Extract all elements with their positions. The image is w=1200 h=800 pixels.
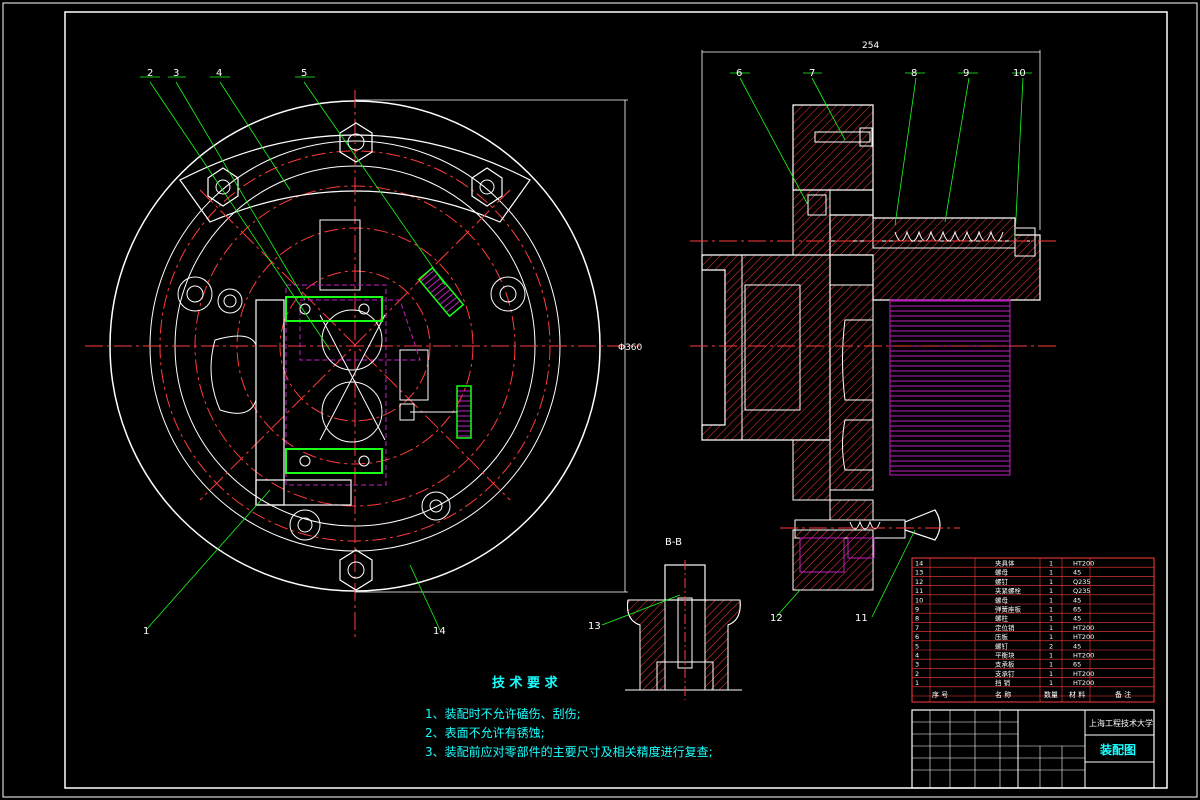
balloon-8: 8: [911, 68, 917, 79]
dim-254: 254: [862, 41, 879, 51]
bom-cell-mat: 45: [1073, 596, 1081, 604]
bom-cell-no: 1: [915, 679, 919, 687]
bom-cell-name: 挡 销: [995, 678, 1011, 687]
bom-cell-name: 夹紧螺栓: [995, 586, 1022, 595]
bom-cell-no: 14: [915, 560, 923, 568]
bom-cell-mat: Q235: [1073, 587, 1091, 595]
bom-cell-no: 13: [915, 569, 923, 577]
bom-header-qty: 数量: [1044, 690, 1058, 699]
bom-cell-name: 压板: [995, 632, 1009, 641]
bom-header-no: 序 号: [932, 690, 948, 699]
bom-cell-no: 11: [915, 587, 923, 595]
bom-cell-name: 夹具体: [995, 559, 1015, 568]
balloon-7: 7: [809, 68, 815, 79]
bom-cell-qty: 1: [1049, 670, 1053, 678]
bom-cell-no: 12: [915, 578, 923, 586]
bom-cell-name: 支承板: [995, 660, 1015, 669]
bom-cell-mat: 65: [1073, 606, 1081, 614]
section-label: B-B: [665, 537, 682, 548]
bom-cell-no: 9: [915, 606, 919, 614]
bom-cell-mat: Q235: [1073, 578, 1091, 586]
side-view: 254: [690, 41, 1060, 624]
tech-title: 技 术 要 求: [492, 675, 559, 691]
balloon-2: 2: [147, 68, 153, 79]
bom-cell-name: 螺钉: [995, 641, 1009, 650]
bom-cell-qty: 1: [1049, 587, 1053, 595]
bom-cell-mat: 45: [1073, 642, 1081, 650]
tech-line-2: 2、表面不允许有锈蚀;: [425, 725, 545, 740]
bom-cell-no: 4: [915, 652, 919, 660]
bom-cell-no: 6: [915, 633, 919, 641]
bom-cell-name: 螺钉: [995, 577, 1009, 586]
bom-cell-mat: HT200: [1073, 560, 1094, 568]
title-block: 上海工程技术大学 装配图: [911, 709, 1155, 789]
bom-cell-name: 支承钉: [995, 669, 1015, 678]
bom-cell-no: 7: [915, 624, 919, 632]
bom-cell-mat: HT200: [1073, 652, 1094, 660]
bom-header-mat: 材 料: [1069, 690, 1085, 699]
bom-cell-mat: 65: [1073, 661, 1081, 669]
balloon-11: 11: [855, 613, 868, 624]
dim-phi360: Φ360: [618, 343, 643, 353]
bom-cell-no: 8: [915, 615, 919, 623]
bom-cell-qty: 2: [1049, 642, 1053, 650]
balloon-6: 6: [736, 68, 742, 79]
balloon-1: 1: [143, 626, 149, 637]
bom-cell-no: 10: [915, 596, 923, 604]
bom-cell-qty: 1: [1049, 633, 1053, 641]
bom-cell-qty: 1: [1049, 578, 1053, 586]
drawing-name: 装配图: [1099, 742, 1136, 757]
bom-cell-name: 平衡块: [995, 651, 1015, 660]
bom-cell-no: 5: [915, 642, 919, 650]
bom-cell-qty: 1: [1049, 652, 1053, 660]
balloon-13: 13: [588, 621, 601, 632]
bom-cell-mat: 45: [1073, 569, 1081, 577]
bom-cell-name: 弹簧座板: [995, 605, 1022, 614]
bom-cell-name: 螺母: [995, 595, 1009, 604]
balloon-12: 12: [770, 613, 783, 624]
bom-header-name: 名 称: [995, 690, 1011, 699]
bom-cell-qty: 1: [1049, 661, 1053, 669]
balloon-9: 9: [963, 68, 969, 79]
section-bb: B-B 13: [588, 537, 742, 700]
bom-cell-mat: HT200: [1073, 670, 1094, 678]
bom-cell-mat: 45: [1073, 615, 1081, 623]
inner-frame: [64, 11, 1168, 789]
bom-cell-no: 3: [915, 661, 919, 669]
balloon-10: 10: [1013, 68, 1026, 79]
bom-cell-qty: 1: [1049, 569, 1053, 577]
bom-cell-mat: HT200: [1073, 679, 1094, 687]
bom-cell-name: 螺母: [995, 568, 1009, 577]
tech-line-1: 1、装配时不允许磕伤、刮伤;: [425, 706, 581, 721]
balloon-14: 14: [433, 626, 446, 637]
tech-line-3: 3、装配前应对零部件的主要尺寸及相关精度进行复查;: [425, 744, 713, 759]
bom-cell-qty: 1: [1049, 606, 1053, 614]
bom-cell-name: 螺柱: [995, 614, 1009, 623]
bom-cell-mat: HT200: [1073, 624, 1094, 632]
balloon-5: 5: [301, 68, 307, 79]
balloon-4: 4: [216, 68, 222, 79]
front-view: Φ360 2 3 4 5 1 14: [85, 68, 643, 640]
bom-header-note: 备 注: [1115, 690, 1131, 699]
bom-cell-qty: 1: [1049, 596, 1053, 604]
bom-cell-name: 定位销: [995, 623, 1015, 632]
school-name: 上海工程技术大学: [1089, 718, 1153, 728]
tech-requirements: 技 术 要 求 1、装配时不允许磕伤、刮伤; 2、表面不允许有锈蚀; 3、装配前…: [425, 675, 713, 759]
bom-cell-qty: 1: [1049, 560, 1053, 568]
bom-cell-qty: 1: [1049, 679, 1053, 687]
balloon-3: 3: [173, 68, 179, 79]
bom-cell-qty: 1: [1049, 624, 1053, 632]
bom-cell-mat: HT200: [1073, 633, 1094, 641]
bom-cell-no: 2: [915, 670, 919, 678]
bom-cell-qty: 1: [1049, 615, 1053, 623]
